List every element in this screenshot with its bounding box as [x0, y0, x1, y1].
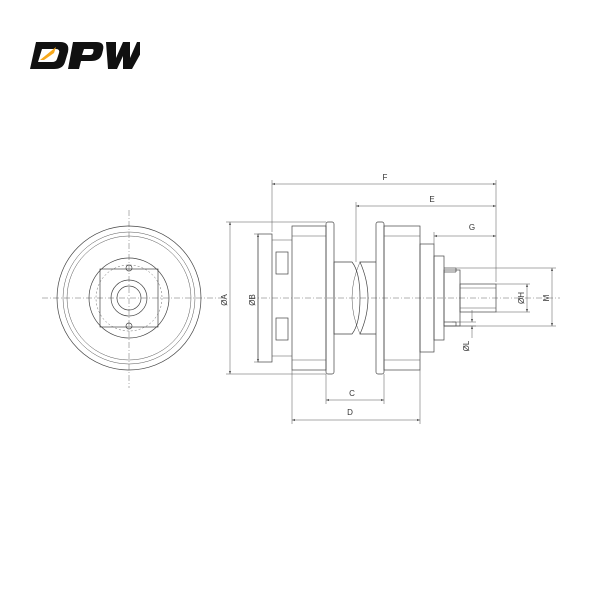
cap-slot-top: [275, 251, 289, 275]
dimensions: ØA ØB F E G ØH M ØL: [220, 173, 556, 424]
tread-circle: [66, 235, 192, 361]
dim-label-h: ØH: [517, 292, 526, 304]
shaft: [459, 283, 497, 313]
bolt-circle: [95, 264, 163, 332]
hub-circle: [88, 257, 170, 339]
dim-label-b: ØB: [248, 294, 257, 306]
dim-label-d: D: [347, 408, 353, 417]
dim-label-f: F: [383, 173, 388, 182]
logo-accent: [40, 47, 56, 60]
outer-flange-inner-circle: [62, 231, 196, 365]
hub-waist: [333, 261, 361, 335]
dim-label-g: G: [469, 223, 475, 232]
pin-bottom: [125, 322, 133, 330]
logo-letter-p: [68, 42, 104, 69]
logo-letter-w: [106, 42, 140, 69]
logo-letter-d: [30, 42, 69, 69]
dpw-logo: [30, 42, 140, 69]
pin-top: [125, 264, 133, 272]
dim-label-e: E: [429, 195, 434, 204]
shaft-circle: [116, 285, 142, 311]
end-view: [42, 210, 226, 388]
end-cap-square: [99, 268, 159, 328]
dim-label-a: ØA: [220, 294, 229, 306]
side-view: [250, 221, 560, 375]
dim-label-m: M: [542, 294, 551, 301]
outer-flange-circle: [56, 225, 202, 371]
dim-label-c: C: [349, 389, 355, 398]
dim-label-l: ØL: [462, 340, 471, 351]
cap-slot-bottom: [275, 317, 289, 341]
hub-waist-right: [359, 261, 376, 335]
shaft-outer-circle: [110, 279, 148, 317]
